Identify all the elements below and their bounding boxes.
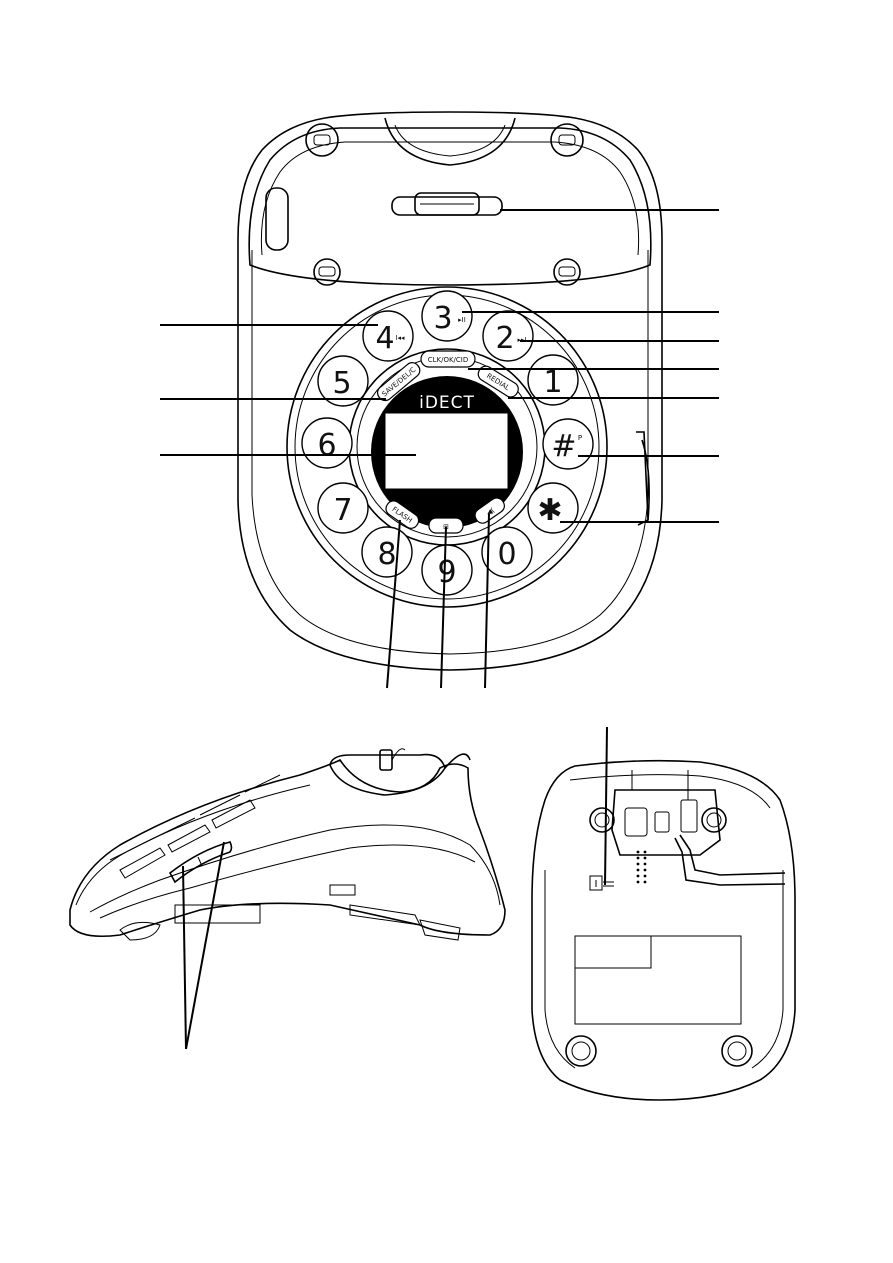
key-2[interactable]: 2 ▸▸I [482, 310, 534, 362]
key-3[interactable]: 3 ▸II [421, 290, 473, 342]
svg-text:5: 5 [332, 366, 351, 401]
phone-base-view [531, 759, 796, 1101]
key-4[interactable]: 4 I◂◂ [362, 310, 414, 362]
label-area [574, 935, 742, 1025]
side-volume-buttons[interactable] [168, 841, 233, 884]
svg-text:I◂◂: I◂◂ [395, 334, 405, 342]
brand-label: iDECT [419, 393, 475, 413]
callout-base-switch [604, 726, 608, 886]
svg-text:▸II: ▸II [458, 316, 466, 324]
svg-text:0: 0 [497, 537, 516, 572]
svg-text:9: 9 [437, 555, 456, 590]
svg-text:6: 6 [317, 428, 336, 463]
key-9[interactable]: 9 [421, 544, 473, 596]
svg-text:8: 8 [377, 537, 396, 572]
key-7[interactable]: 7 [317, 482, 369, 534]
callout-lines [160, 209, 719, 1050]
phone-top-view: iDECT 3 ▸II 2 ▸▸I 1 4 I◂◂ 5 6 [237, 111, 663, 671]
svg-text:P: P [578, 434, 582, 442]
phone-side-view [69, 748, 506, 941]
key-5[interactable]: 5 [317, 355, 369, 407]
display-screen [384, 412, 509, 490]
key-1[interactable]: 1 [527, 354, 579, 406]
callout-flash [386, 519, 401, 689]
vent-dots [636, 850, 647, 884]
clk-ok-cid-button[interactable]: CLK/OK/CID [420, 350, 476, 368]
handset-hook [391, 192, 503, 216]
key-0[interactable]: 0 [481, 526, 533, 578]
power-jack [654, 811, 670, 833]
flash-button[interactable]: FLASH [383, 498, 421, 531]
key-hash[interactable]: # P [542, 418, 594, 470]
base-page-switch[interactable] [589, 875, 614, 891]
svg-text:3: 3 [433, 301, 452, 336]
callout-phonebook [440, 526, 447, 689]
line-jack [624, 807, 648, 837]
callout-side-volume-1 [182, 865, 187, 1050]
svg-text:7: 7 [333, 493, 352, 528]
screw-mid-left [313, 258, 341, 286]
key-6[interactable]: 6 [301, 417, 353, 469]
side-slot [265, 187, 289, 251]
svg-text:2: 2 [495, 321, 514, 356]
svg-text:✱: ✱ [537, 493, 562, 528]
callout-speaker [484, 513, 490, 689]
screw-mid-right [553, 258, 581, 286]
key-star[interactable]: ✱ [527, 482, 579, 534]
svg-text:CLK/OK/CID: CLK/OK/CID [428, 356, 469, 364]
svg-text:◀(: ◀( [485, 506, 496, 517]
svg-text:1: 1 [543, 365, 562, 400]
speaker-button[interactable]: ◀( [472, 495, 507, 526]
callout-side-volume-2 [185, 841, 225, 1050]
svg-text:4: 4 [375, 321, 394, 356]
screw-top-right [550, 123, 584, 157]
screw-top-left [305, 123, 339, 157]
svg-text:#: # [551, 429, 576, 464]
key-8[interactable]: 8 [361, 526, 413, 578]
